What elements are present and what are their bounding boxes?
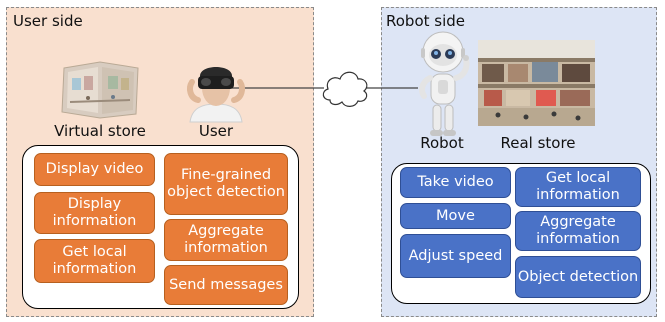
task-object-detection: Object detection bbox=[515, 256, 641, 298]
task-take-video: Take video bbox=[400, 167, 511, 198]
robot-photo bbox=[419, 31, 470, 136]
real-store-label: Real store bbox=[500, 134, 576, 152]
real-store-photo bbox=[478, 40, 595, 126]
task-send-messages: Send messages bbox=[164, 265, 288, 305]
user-vr-headset-photo bbox=[187, 67, 245, 123]
task-display-information: Display information bbox=[34, 192, 155, 234]
virtual-store-photo bbox=[61, 61, 139, 119]
task-aggregate-information: Aggregate information bbox=[164, 219, 288, 261]
task-display-video: Display video bbox=[34, 153, 155, 186]
task-move: Move bbox=[400, 203, 511, 229]
user-side-title: User side bbox=[13, 12, 83, 30]
user-label: User bbox=[198, 122, 234, 140]
robot-label: Robot bbox=[420, 134, 464, 152]
task-fine-grained-object-detection: Fine-grained object detection bbox=[164, 153, 288, 215]
task-aggregate-information: Aggregate information bbox=[515, 211, 641, 251]
cloud-icon bbox=[322, 71, 368, 107]
task-get-local-information: Get local information bbox=[515, 167, 641, 207]
virtual-store-label: Virtual store bbox=[54, 122, 146, 140]
robot-side-title: Robot side bbox=[386, 12, 466, 30]
task-adjust-speed: Adjust speed bbox=[400, 234, 511, 278]
task-get-local-information: Get local information bbox=[34, 239, 155, 283]
